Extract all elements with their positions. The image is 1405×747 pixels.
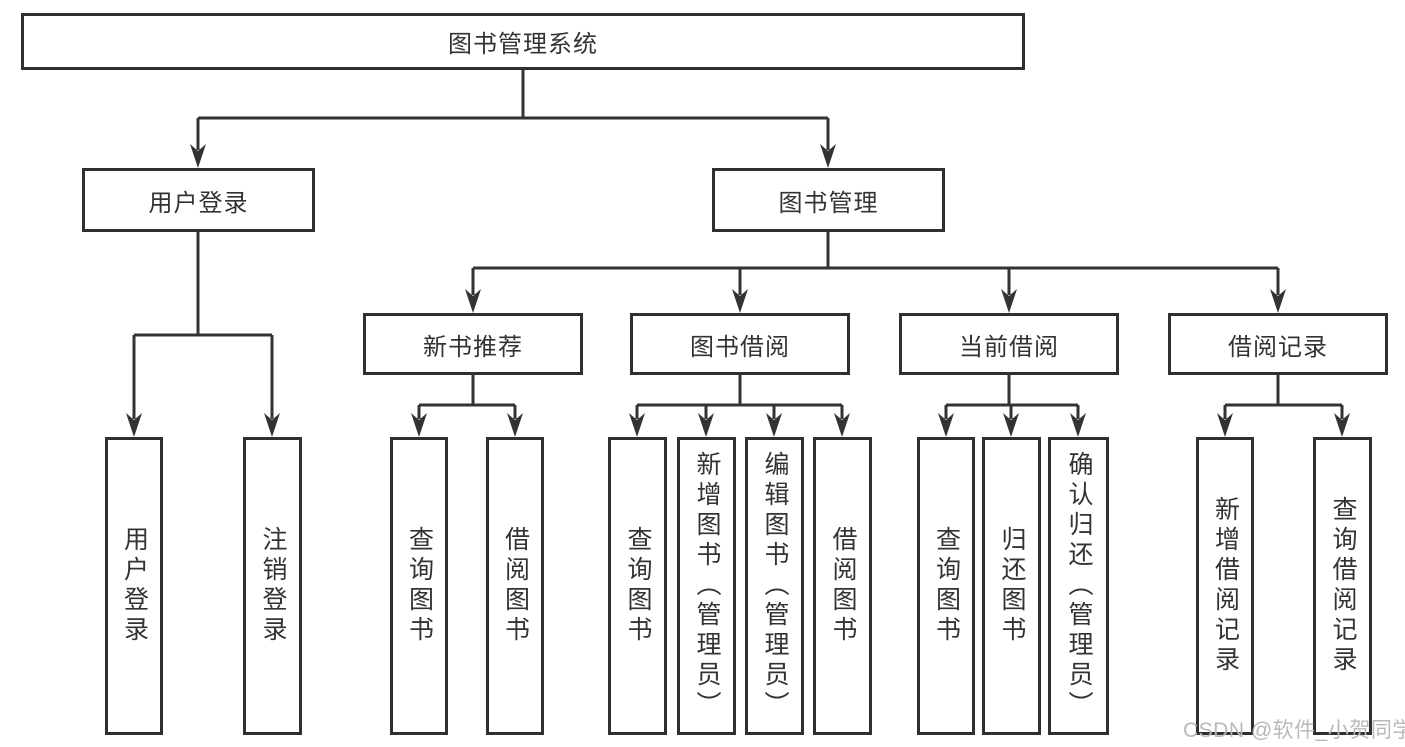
node-user-login: 用户登录	[82, 168, 315, 232]
leaf-query-books-recommend: 查询图书	[390, 437, 448, 735]
node-current-borrow: 当前借阅	[899, 313, 1119, 375]
leaf-add-books-admin: 新增图书（管理员）	[677, 437, 736, 735]
leaf-edit-books-admin: 编辑图书（管理员）	[745, 437, 804, 735]
leaf-add-borrow-record: 新增借阅记录	[1196, 437, 1254, 735]
leaf-query-books-current: 查询图书	[917, 437, 975, 735]
leaf-user-login: 用户登录	[105, 437, 163, 735]
watermark: CSDN @软件_小贺同学	[1183, 719, 1405, 742]
leaf-borrow-books: 借阅图书	[813, 437, 872, 735]
node-book-borrow: 图书借阅	[630, 313, 850, 375]
node-new-book-recommend: 新书推荐	[363, 313, 583, 375]
leaf-query-books-borrow: 查询图书	[608, 437, 667, 735]
node-book-management: 图书管理	[712, 168, 945, 232]
leaf-borrow-books-recommend: 借阅图书	[486, 437, 544, 735]
leaf-return-books: 归还图书	[982, 437, 1041, 735]
node-borrow-record: 借阅记录	[1168, 313, 1388, 375]
node-library-management-system: 图书管理系统	[21, 13, 1025, 70]
leaf-confirm-return-admin: 确认归还（管理员）	[1048, 437, 1109, 735]
leaf-logout: 注销登录	[243, 437, 302, 735]
leaf-query-borrow-record: 查询借阅记录	[1313, 437, 1372, 735]
